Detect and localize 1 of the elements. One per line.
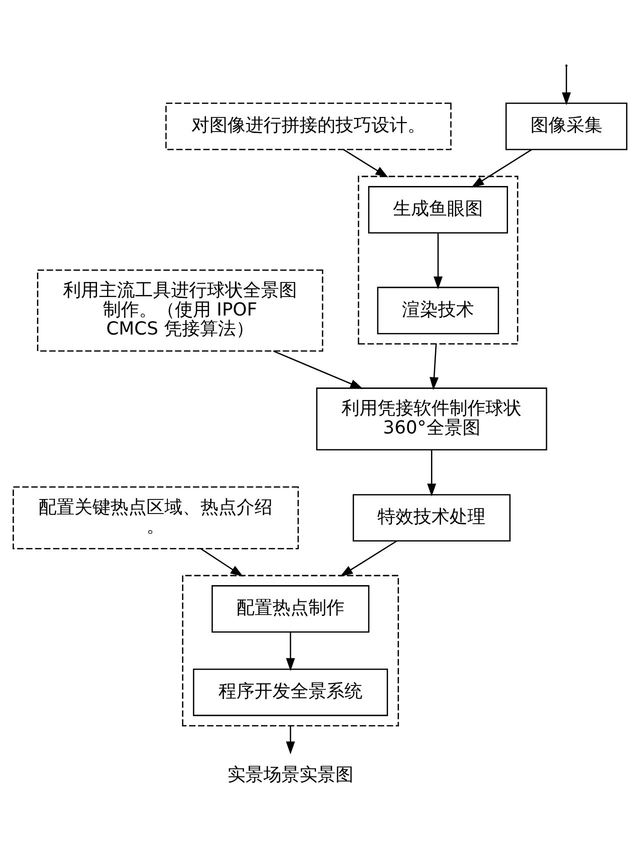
- node-text: 实景场景实景图: [227, 764, 354, 785]
